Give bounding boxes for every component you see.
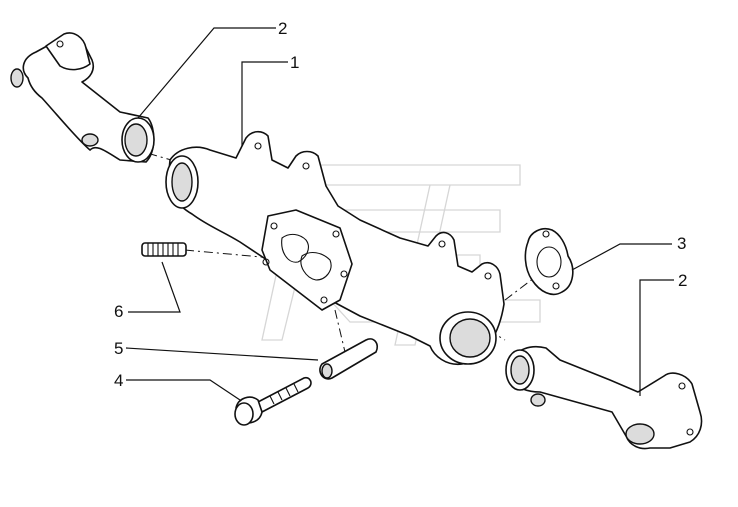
callout-2-upper: 2 [278,19,287,38]
gasket [524,227,574,296]
leader-lines [125,27,674,401]
callout-5: 5 [114,339,123,358]
callout-6: 6 [114,302,123,321]
elbow-pipe-left [10,32,155,163]
elbow-pipe-right [505,345,703,450]
callout-2-lower: 2 [678,271,687,290]
stud [141,242,187,257]
callout-1: 1 [290,53,299,72]
spacer-sleeve [319,338,379,380]
exhaust-manifold [165,130,505,366]
flanged-screw [234,376,312,426]
callout-4: 4 [114,371,123,390]
callout-3: 3 [677,234,686,253]
